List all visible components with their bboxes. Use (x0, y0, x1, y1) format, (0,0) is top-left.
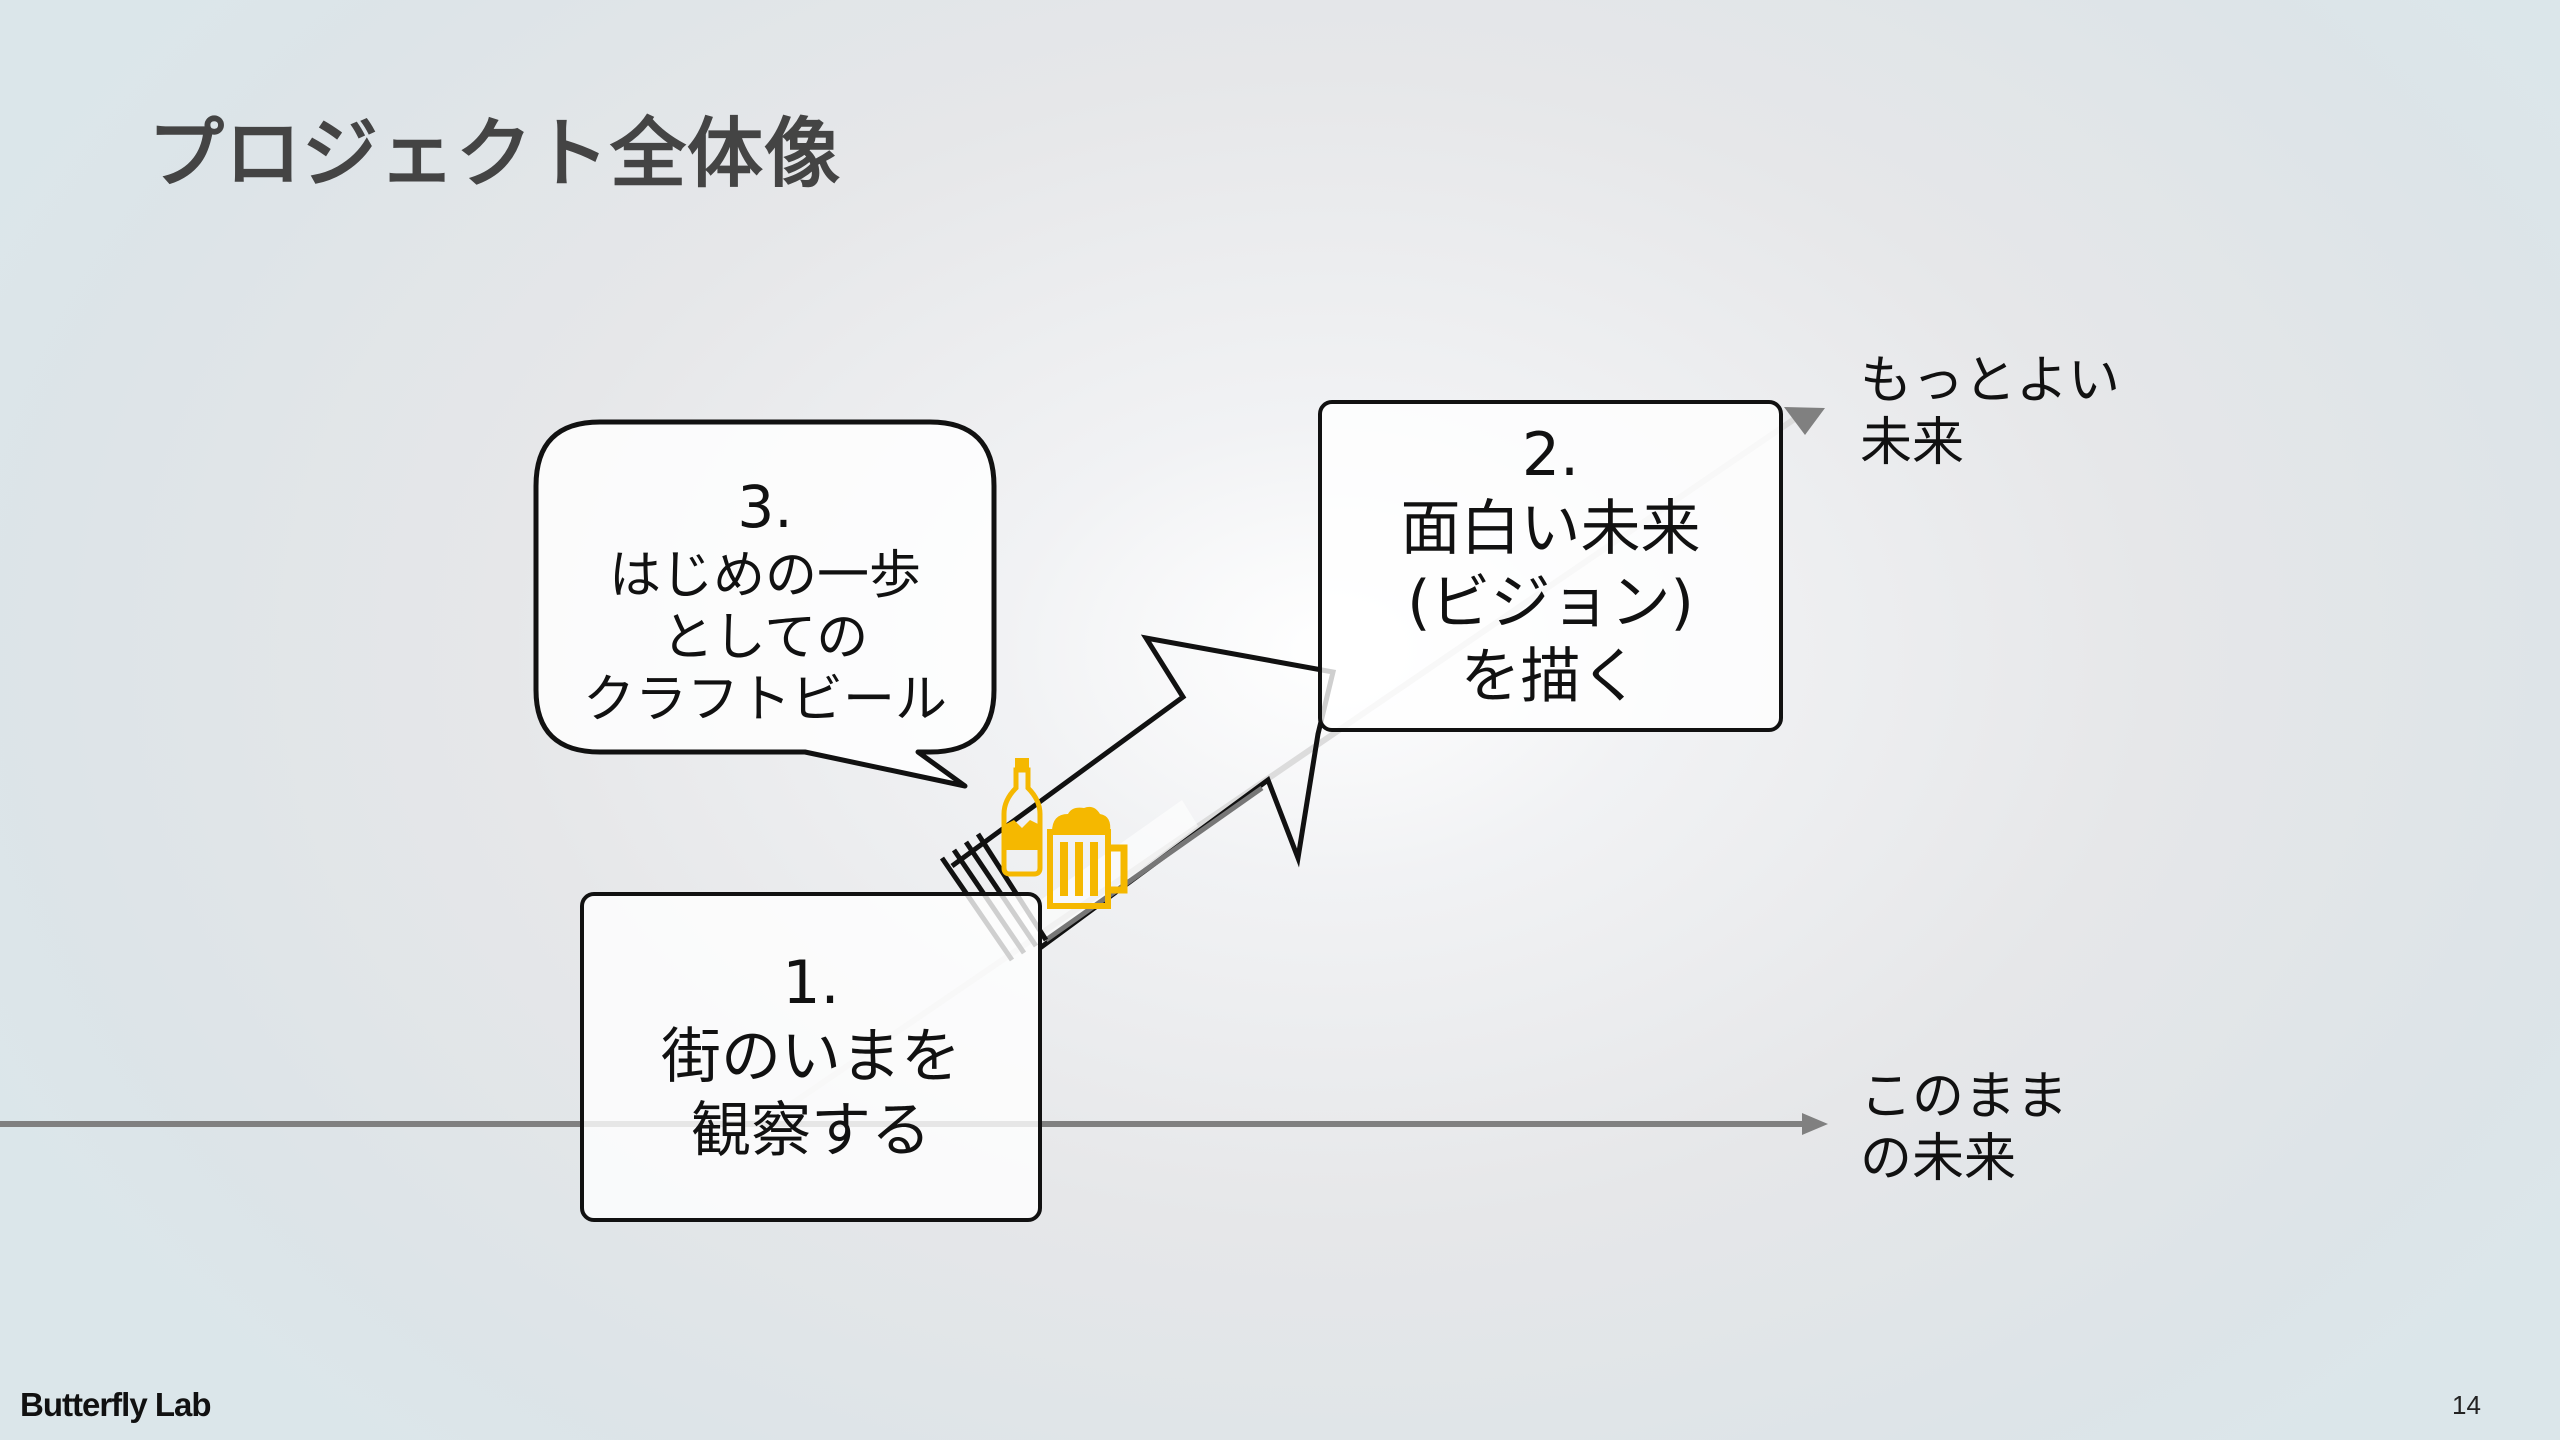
step-2-line-1: 面白い未来 (1400, 494, 1701, 564)
better-future-line-2: 未来 (1860, 413, 1965, 473)
same-future-line-2: の未来 (1860, 1129, 2017, 1189)
step-1-line-1: 街のいまを (661, 1022, 961, 1092)
beer-bottle-icon (1001, 758, 1043, 877)
better-future-label: もっとよい 未来 (1860, 350, 2120, 474)
slide-title: プロジェクト全体像 (148, 109, 841, 198)
step-1-box: 1. 街のいまを 観察する (580, 892, 1042, 1222)
step-3-line-2: としての (661, 608, 869, 668)
brand-logo-text: Butterfly Lab (20, 1386, 212, 1423)
step-2-line-3: を描く (1460, 642, 1641, 712)
step-3-line-1: はじめの一歩 (608, 546, 921, 606)
same-future-line-1: このまま (1860, 1067, 2069, 1127)
beer-mug-icon (1047, 806, 1128, 909)
same-future-label: このまま の未来 (1860, 1066, 2068, 1190)
step-2-box: 2. 面白い未来 (ビジョン) を描く (1318, 400, 1783, 732)
step-2-line-2: (ビジョン) (1407, 568, 1694, 638)
page-number: 14 (2452, 1390, 2481, 1420)
step-3-line-3: クラフトビール (582, 670, 947, 730)
speech-bubble (533, 419, 997, 789)
step-3-text: 3. はじめの一歩 としての クラフトビール (536, 440, 994, 760)
step-2-number: 2. (1521, 420, 1580, 490)
step-1-number: 1. (782, 948, 840, 1018)
step-1-line-2: 観察する (691, 1096, 931, 1166)
step-3-number: 3. (737, 473, 793, 541)
better-future-line-1: もっとよい (1860, 351, 2121, 411)
